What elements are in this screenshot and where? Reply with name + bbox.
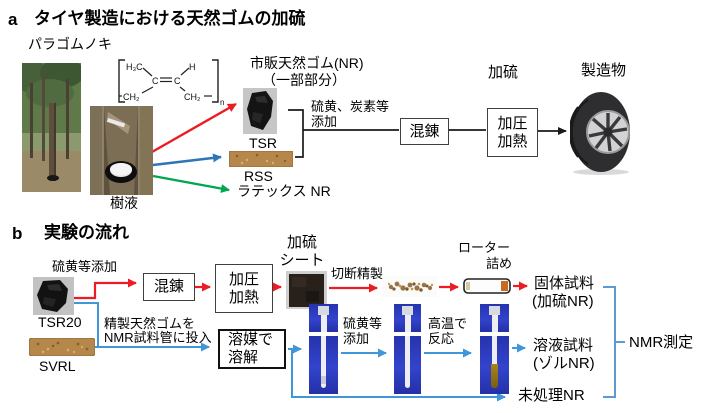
formula-h3c: H₃C	[126, 62, 143, 72]
rotor-packing-line2: 詰め	[486, 256, 513, 271]
formula-h: H	[189, 62, 196, 72]
high-temp-line2: 反応	[428, 331, 455, 346]
forest-photo	[22, 63, 81, 192]
vulcanization-label: 加硫	[488, 64, 519, 81]
formula-n: n	[220, 98, 224, 106]
svrl-photo	[29, 338, 95, 356]
press-line2-b: 加熱	[228, 288, 259, 306]
press-line2-a: 加熱	[497, 132, 528, 150]
dissolve-line2: 溶解	[228, 349, 259, 366]
rotor-packing-line1: ローター	[458, 240, 511, 255]
nmr-tube-photo-3	[480, 304, 509, 394]
vulcanized-sheet-label-line2: シート	[279, 252, 325, 269]
rss-photo	[229, 151, 293, 167]
latex-nr-label: ラテックス NR	[237, 183, 331, 199]
arrow-tsr20-to-mixing	[73, 278, 137, 300]
additives-line1: 硫黄、炭素等	[311, 99, 390, 114]
formula-ch2-right: CH₂	[184, 92, 201, 102]
sap-label: 樹液	[110, 195, 138, 211]
dissolve-box: 溶媒で 溶解	[218, 329, 286, 369]
nmr-tube-photo-1	[309, 304, 338, 394]
formula-c-right: C	[174, 76, 181, 86]
crumb-rubber-photo	[383, 276, 437, 297]
vulcanized-sheet-label-line1: 加硫	[286, 234, 317, 251]
press-heat-box-a: 加圧 加熱	[487, 108, 538, 157]
panel-a-label: a	[8, 10, 18, 29]
cutting-label: 切断精製	[331, 266, 384, 281]
nmr-measurement-label: NMR測定	[629, 334, 694, 351]
press-line1-b: 加圧	[228, 270, 259, 288]
product-label: 製造物	[581, 62, 627, 79]
purified-note-line1: 精製天然ゴムを	[104, 316, 196, 331]
sulfur-addition2-line2: 添加	[343, 331, 370, 346]
rotor-photo	[463, 277, 511, 295]
rss-label: RSS	[244, 168, 273, 184]
solution-sample-line1: 溶液試料	[533, 337, 594, 354]
tire-photo	[570, 91, 633, 176]
mixing-box-a: 混錬	[400, 118, 449, 145]
svrl-label: SVRL	[39, 358, 76, 374]
rubber-tapping-photo	[90, 106, 153, 195]
high-temp-line1: 高温で	[428, 316, 468, 331]
para-rubber-tree-label: パラゴムノキ	[28, 36, 112, 52]
arrow-sap-to-tsr	[151, 102, 237, 154]
sulfur-addition2-line1: 硫黄等	[343, 316, 383, 331]
tsr20-photo	[33, 277, 74, 315]
tsr-label: TSR	[249, 135, 277, 151]
press-heat-box-b: 加圧 加熱	[215, 264, 273, 313]
press-line1-a: 加圧	[497, 114, 528, 132]
arrow-to-untreated-nr	[291, 349, 506, 402]
mixing-box-b: 混錬	[143, 273, 195, 301]
untreated-nr-label: 未処理NR	[518, 387, 585, 404]
additives-line2: 添加	[311, 114, 338, 129]
panel-b-title: 実験の流れ	[44, 223, 129, 242]
nmr-tube-photo-2	[394, 304, 421, 394]
tsr20-label: TSR20	[38, 314, 82, 330]
bracket-tsr-rss	[288, 109, 304, 158]
polyisoprene-formula: H₃C C C H CH₂ CH₂ n	[112, 56, 234, 106]
panel-a-title: タイヤ製造における天然ゴムの加硫	[34, 9, 306, 28]
nmr-bracket	[603, 286, 616, 398]
formula-c-left: C	[152, 76, 159, 86]
formula-ch2-left: CH₂	[123, 92, 140, 102]
arrow-sap-to-rss	[152, 153, 222, 167]
sulfur-addition-label: 硫黄等添加	[52, 259, 118, 274]
solid-sample-line1: 固体試料	[534, 275, 595, 292]
vulcanized-sheet-photo	[286, 271, 327, 309]
commercial-nr-line1: 市販天然ゴム(NR)	[250, 55, 364, 71]
panel-b-label: b	[12, 224, 23, 243]
solid-sample-line2: (加硫NR)	[532, 293, 594, 310]
commercial-nr-line2: （一部部分）	[262, 72, 346, 88]
solution-sample-line2: (ゾルNR)	[533, 355, 595, 372]
line-tsr20-blue-branch	[73, 302, 99, 347]
arrow-sap-to-latex	[152, 174, 230, 193]
purified-note-line2: NMR試料管に投入	[104, 330, 212, 345]
tsr-photo	[243, 88, 277, 134]
dissolve-line1: 溶媒で	[228, 331, 274, 348]
